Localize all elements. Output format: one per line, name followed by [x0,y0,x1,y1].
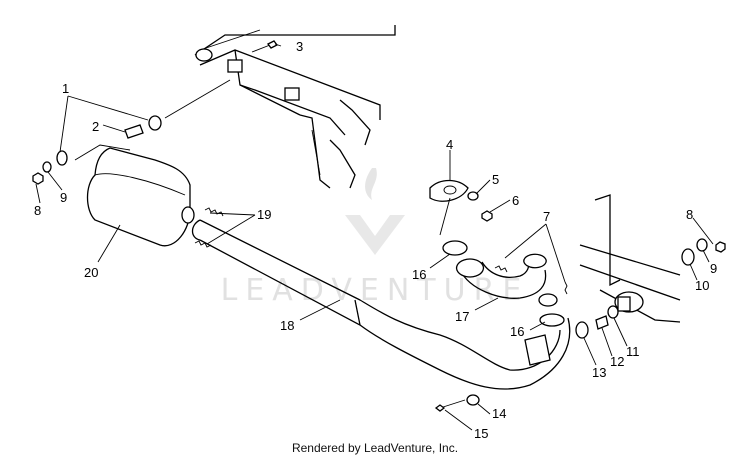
callout-14: 14 [492,406,506,421]
callout-6: 6 [512,193,519,208]
springs [194,207,224,248]
watermark: LEADVENTURE [221,168,530,308]
callout-13: 13 [592,365,606,380]
callouts: 1 2 3 4 5 6 7 8 9 20 19 18 16 17 8 9 10 … [34,39,717,441]
bolt-3 [251,40,278,53]
callout-2: 2 [92,119,99,134]
frame-lower-right [579,194,681,323]
callout-18: 18 [280,318,294,333]
callout-17: 17 [455,309,469,324]
callout-9: 9 [60,190,67,205]
render-credit: Rendered by LeadVenture, Inc. [291,441,459,455]
callout-8b: 8 [686,207,693,222]
callout-4: 4 [446,137,453,152]
callout-9b: 9 [710,261,717,276]
callout-7: 7 [543,209,550,224]
bottom-hardware [434,394,480,412]
callout-3: 3 [296,39,303,54]
right-hardware [575,238,726,339]
callout-20: 20 [84,265,98,280]
flange-hardware [429,179,493,236]
callout-15: 15 [474,426,488,441]
callout-12: 12 [610,354,624,369]
callout-19: 19 [257,207,271,222]
muffler-hardware [32,79,231,185]
frame-upper [194,25,396,189]
callout-1: 1 [62,81,69,96]
watermark-flame-icon [365,168,377,200]
callout-5: 5 [492,172,499,187]
callout-8: 8 [34,203,41,218]
leader-lines [35,43,714,431]
watermark-text: LEADVENTURE [221,273,530,308]
elbow-pipe [442,240,568,307]
callout-16a: 16 [412,267,426,282]
muffler [74,144,195,247]
exhaust-pipe [191,219,571,390]
watermark-v-icon [345,215,405,255]
callout-11: 11 [626,344,640,359]
callout-10: 10 [695,278,709,293]
callout-16b: 16 [510,324,524,339]
